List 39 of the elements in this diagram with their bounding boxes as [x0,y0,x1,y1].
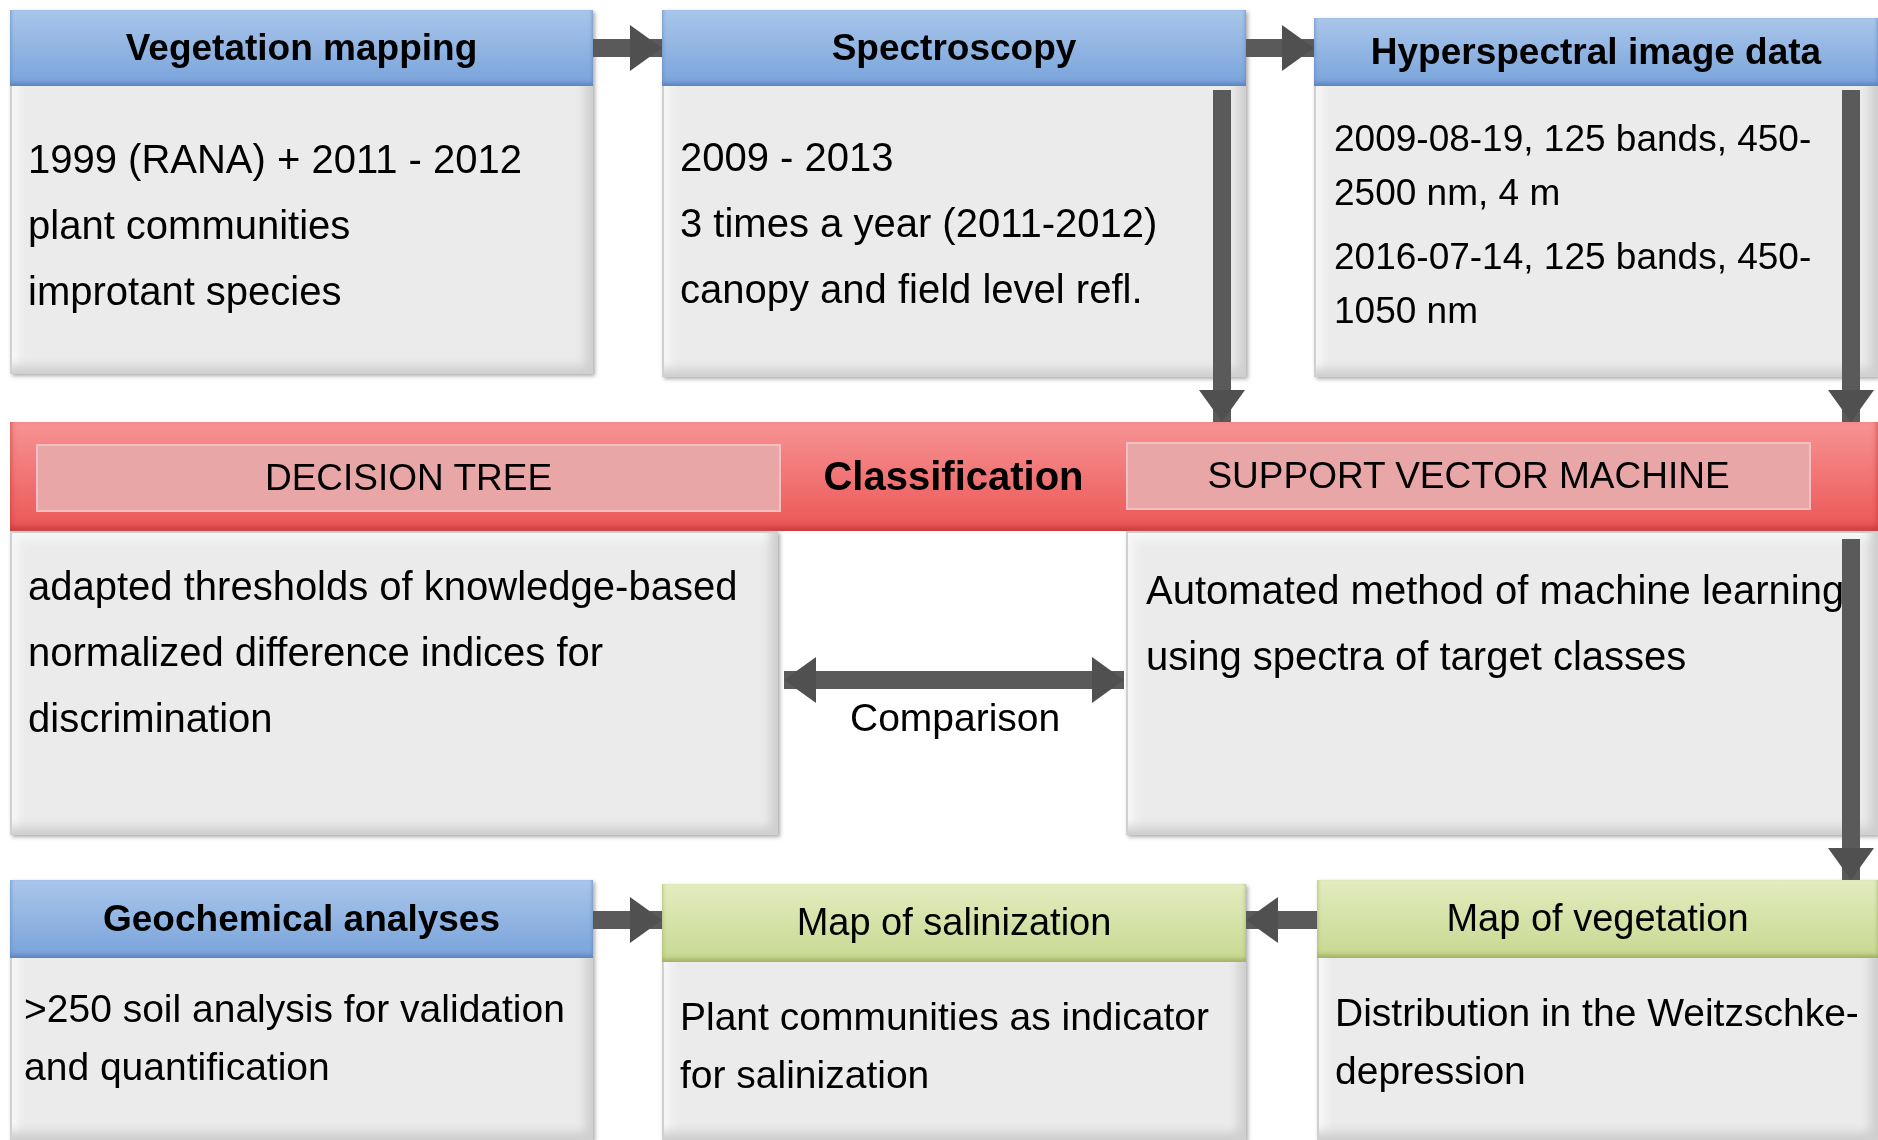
arrow [1246,897,1317,943]
body-text: 2009-08-19, 125 bands, 450-2500 nm, 4 m [1334,117,1813,215]
text-panel [10,531,778,835]
arrow [1199,90,1245,422]
panel-heading: Spectroscopy [662,10,1246,86]
body-text: 1999 (RANA) + 2011 - 2012 [28,136,523,183]
panel [662,10,1246,377]
body-text: canopy and field level refl. [680,266,1144,313]
body-text: Distribution in the Weitzschke-depression [1335,990,1860,1094]
body-text: 2009 - 2013 [680,134,895,181]
panel-heading: Map of salinization [662,884,1246,962]
arrow [784,657,1124,703]
method-heading: SUPPORT VECTOR MACHINE [1126,442,1811,510]
body-text: Plant communities as indicator for salinization [680,994,1210,1098]
classification-band [10,422,1878,531]
panel [10,880,593,1140]
panel [662,884,1246,1140]
band-title: Classification [822,453,1085,500]
arrow [1828,539,1874,880]
panel-heading: Geochemical analyses [10,880,593,958]
body-text: Automated method of machine learning using spectra of target classes [1145,567,1846,680]
panel [10,10,593,374]
arrow [1828,90,1874,422]
text-panel [1126,531,1878,835]
body-text: improtant species [28,268,343,315]
panel [1314,18,1878,377]
arrow [593,897,662,943]
panel-heading: Hyperspectral image data [1314,18,1878,86]
body-text: >250 soil analysis for validation and quantification [24,986,566,1090]
arrow [1246,25,1314,71]
panel [1317,880,1878,1140]
body-text: plant communities [28,202,352,249]
body-text: adapted thresholds of knowledge-based normalized difference indices for discrimination [27,563,739,742]
method-heading: DECISION TREE [36,444,781,512]
panel-heading: Vegetation mapping [10,10,593,86]
body-text: 3 times a year (2011-2012) [680,200,1159,247]
panel-heading: Map of vegetation [1317,880,1878,958]
body-text: 2016-07-14, 125 bands, 450-1050 nm [1334,235,1813,333]
arrow [593,25,662,71]
